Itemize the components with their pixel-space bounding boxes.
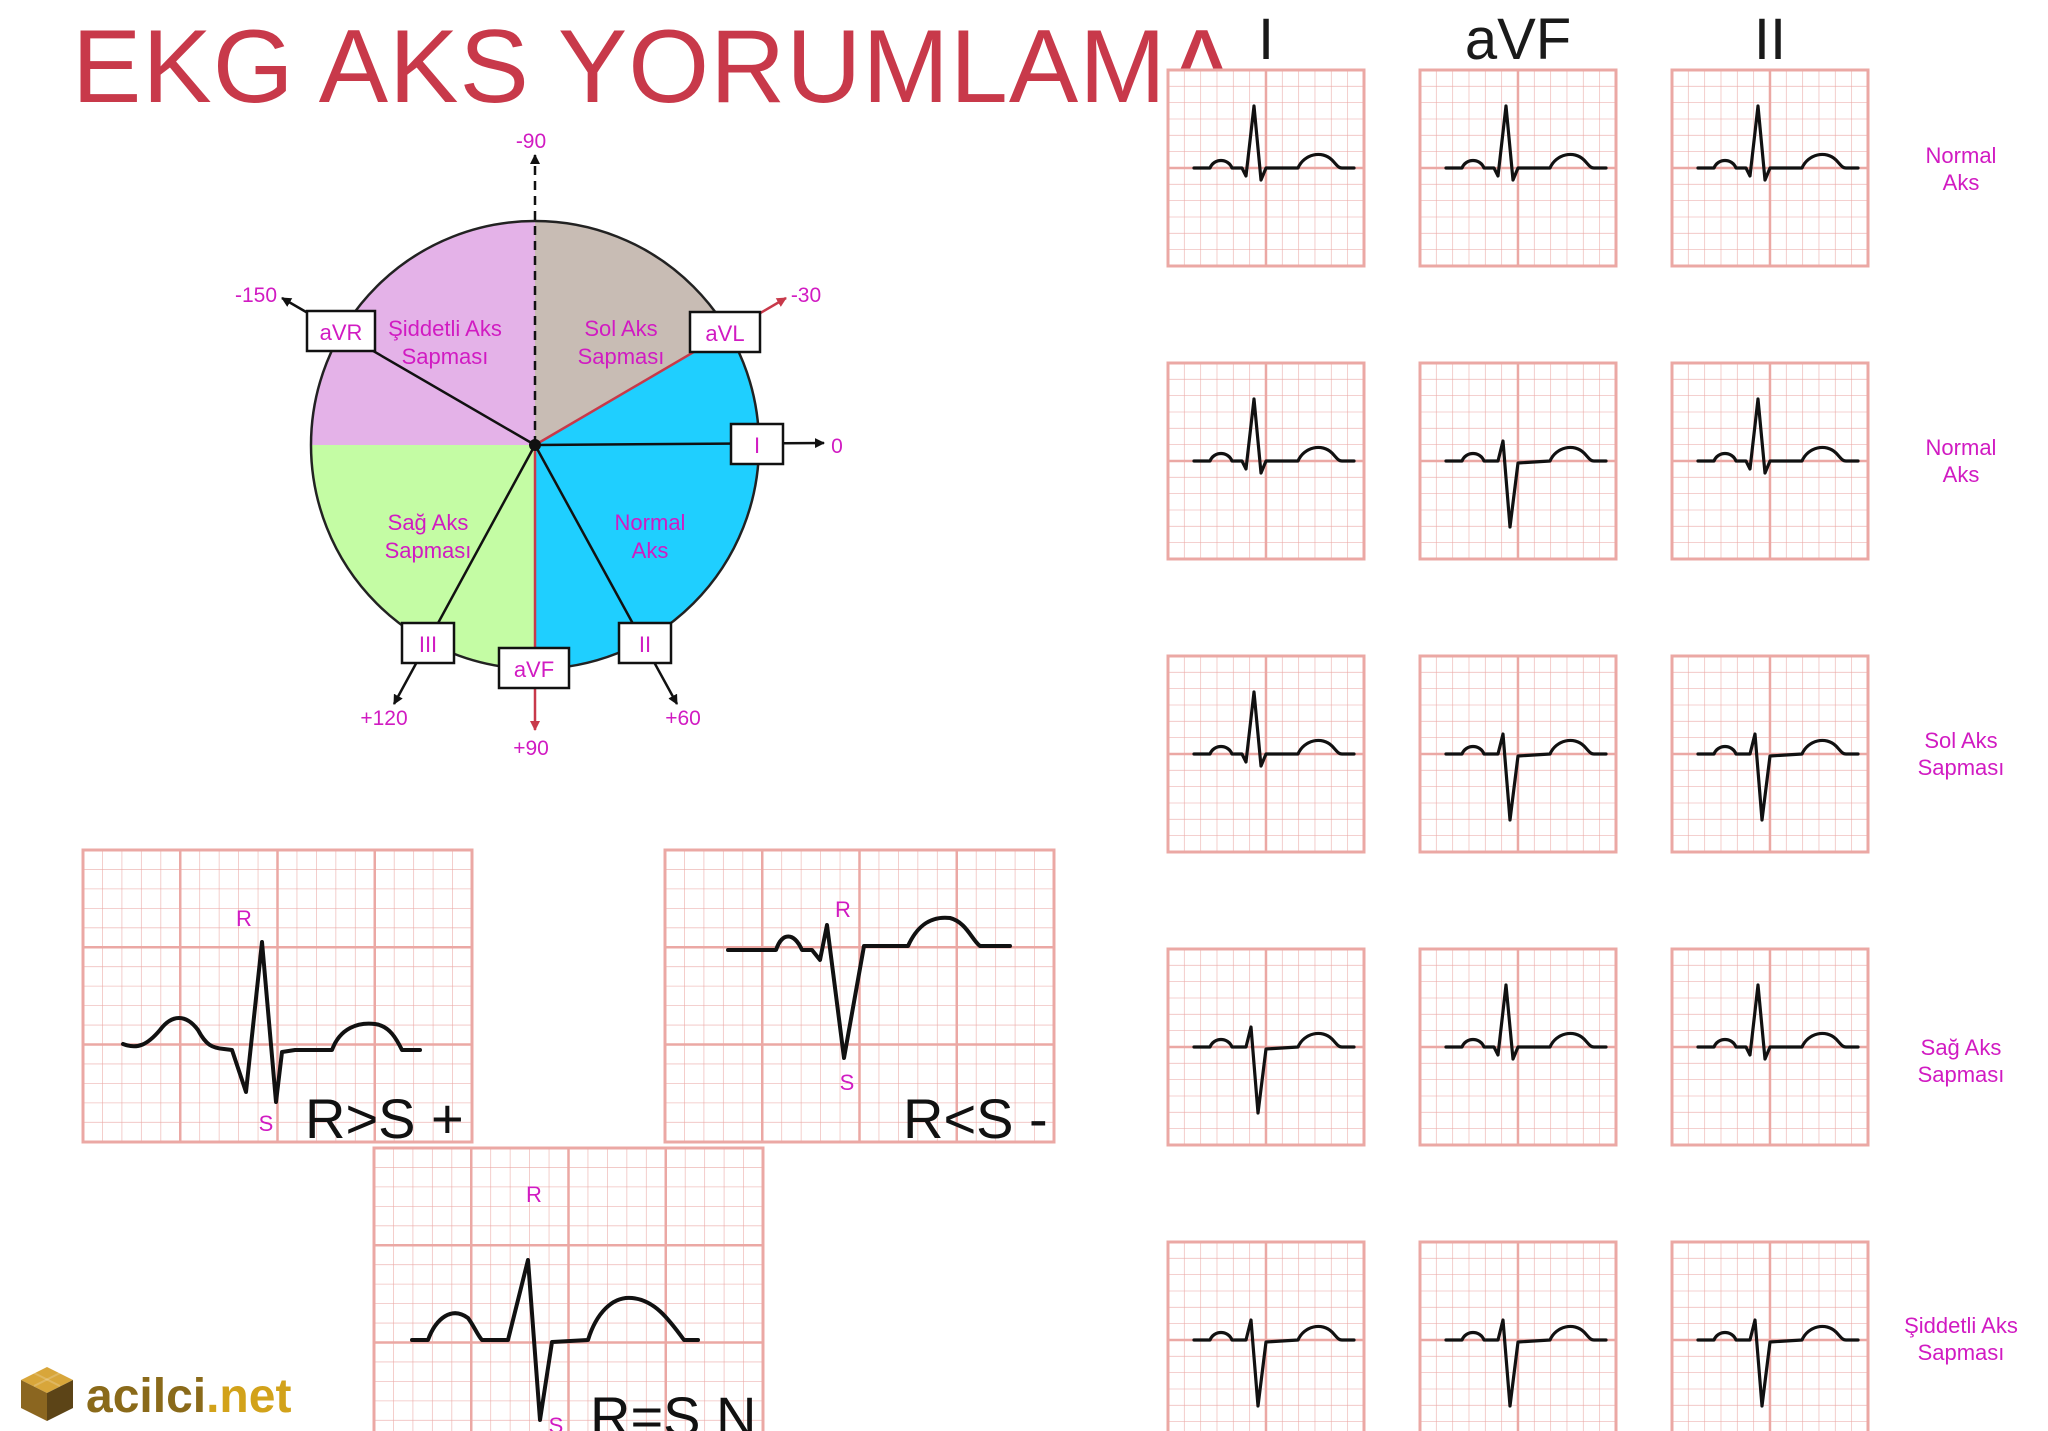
example-panels: R S R>S + R S R<S - R S R=S N (81, 848, 1056, 1431)
sector-right (311, 445, 535, 669)
logo-cube-icon (21, 1367, 73, 1421)
ecg-trace (1192, 397, 1356, 475)
wheel-center (529, 439, 541, 451)
ecg-trace (1444, 439, 1608, 529)
lead-panel-I-row-5 (1166, 1240, 1366, 1431)
ecg-trace (1192, 1318, 1356, 1408)
caption-negative: R<S - (903, 1087, 1048, 1150)
sector-normal (535, 333, 760, 669)
lead-panel-aVF-row-5 (1418, 1240, 1618, 1431)
degree-label: +120 (360, 707, 407, 730)
column-header-II: II (1753, 7, 1787, 72)
s-label: S (840, 1070, 855, 1095)
ecg-trace-negative (726, 915, 1012, 1060)
example-neutral: R S R=S N (372, 1146, 765, 1431)
page-title: EKG AKS YORUMLAMA (72, 9, 1238, 125)
ecg-trace (1444, 1318, 1608, 1408)
sector-left (535, 221, 729, 445)
example-positive: R S R>S + (81, 848, 474, 1150)
ecg-trace (1696, 732, 1860, 822)
svg-text:II: II (639, 632, 651, 657)
degree-label: -30 (791, 284, 821, 307)
svg-text:I: I (754, 433, 760, 458)
ecg-trace (1696, 983, 1860, 1061)
column-header-I: I (1257, 7, 1275, 72)
degree-label: -90 (516, 130, 546, 153)
ecg-trace (1444, 983, 1608, 1061)
lead-box-I: I (729, 422, 785, 466)
lead-panel-aVF-row-1 (1418, 68, 1618, 268)
caption-positive: R>S + (305, 1087, 464, 1150)
ecg-trace (1444, 104, 1608, 182)
ecg-trace (1192, 1025, 1356, 1115)
ecg-grid (663, 848, 1056, 1144)
lead-panel-I-row-3 (1166, 654, 1366, 854)
lead-panel-II-row-4 (1670, 947, 1870, 1147)
ecg-trace (1696, 104, 1860, 182)
lead-grid (1166, 68, 1870, 1431)
axis-wheel: aVR aVL I II aVF III -90 -30 0 +60 +90 +… (235, 130, 843, 760)
svg-text:aVR: aVR (320, 320, 363, 345)
r-label: R (835, 897, 851, 922)
r-label: R (526, 1182, 542, 1207)
lead-panel-II-row-1 (1670, 68, 1870, 268)
lead-panel-I-row-1 (1166, 68, 1366, 268)
lead-panel-II-row-2 (1670, 361, 1870, 561)
ecg-grid (1670, 1240, 1870, 1431)
ecg-grid (1418, 1240, 1618, 1431)
ecg-trace (1192, 690, 1356, 768)
svg-text:aVL: aVL (705, 321, 744, 346)
degree-label: +90 (513, 737, 549, 760)
ecg-grid (372, 1146, 765, 1431)
svg-text:III: III (419, 632, 437, 657)
lead-box-aVR: aVR (305, 309, 377, 353)
ecg-trace (1696, 1318, 1860, 1408)
ecg-trace (1696, 397, 1860, 475)
r-label: R (236, 906, 252, 931)
ecg-trace (1444, 732, 1608, 822)
lead-panel-aVF-row-2 (1418, 361, 1618, 561)
lead-panel-aVF-row-3 (1418, 654, 1618, 854)
degree-label: 0 (831, 435, 843, 458)
site-logo: acilci.net (18, 1365, 318, 1425)
degree-label: +60 (665, 707, 701, 730)
logo-wordmark: acilci.net (86, 1370, 292, 1423)
ecg-trace-neutral (410, 1258, 700, 1422)
lead-panel-I-row-2 (1166, 361, 1366, 561)
sector-severe (311, 222, 535, 445)
s-label: S (259, 1111, 274, 1136)
example-negative: R S R<S - (663, 848, 1056, 1150)
lead-panel-II-row-3 (1670, 654, 1870, 854)
ecg-trace (1192, 104, 1356, 182)
lead-panel-II-row-5 (1670, 1240, 1870, 1431)
ecg-grid (1166, 1240, 1366, 1431)
caption-neutral: R=S N (590, 1385, 757, 1431)
lead-box-II: II (617, 621, 673, 665)
lead-box-III: III (400, 621, 456, 665)
lead-panel-aVF-row-4 (1418, 947, 1618, 1147)
column-header-aVF: aVF (1464, 7, 1572, 72)
ecg-trace-positive (121, 940, 422, 1104)
lead-box-aVF: aVF (497, 646, 571, 690)
lead-panel-I-row-4 (1166, 947, 1366, 1147)
s-label: S (549, 1413, 564, 1431)
svg-text:aVF: aVF (514, 657, 554, 682)
lead-box-aVL: aVL (688, 310, 762, 354)
degree-label: -150 (235, 284, 277, 307)
